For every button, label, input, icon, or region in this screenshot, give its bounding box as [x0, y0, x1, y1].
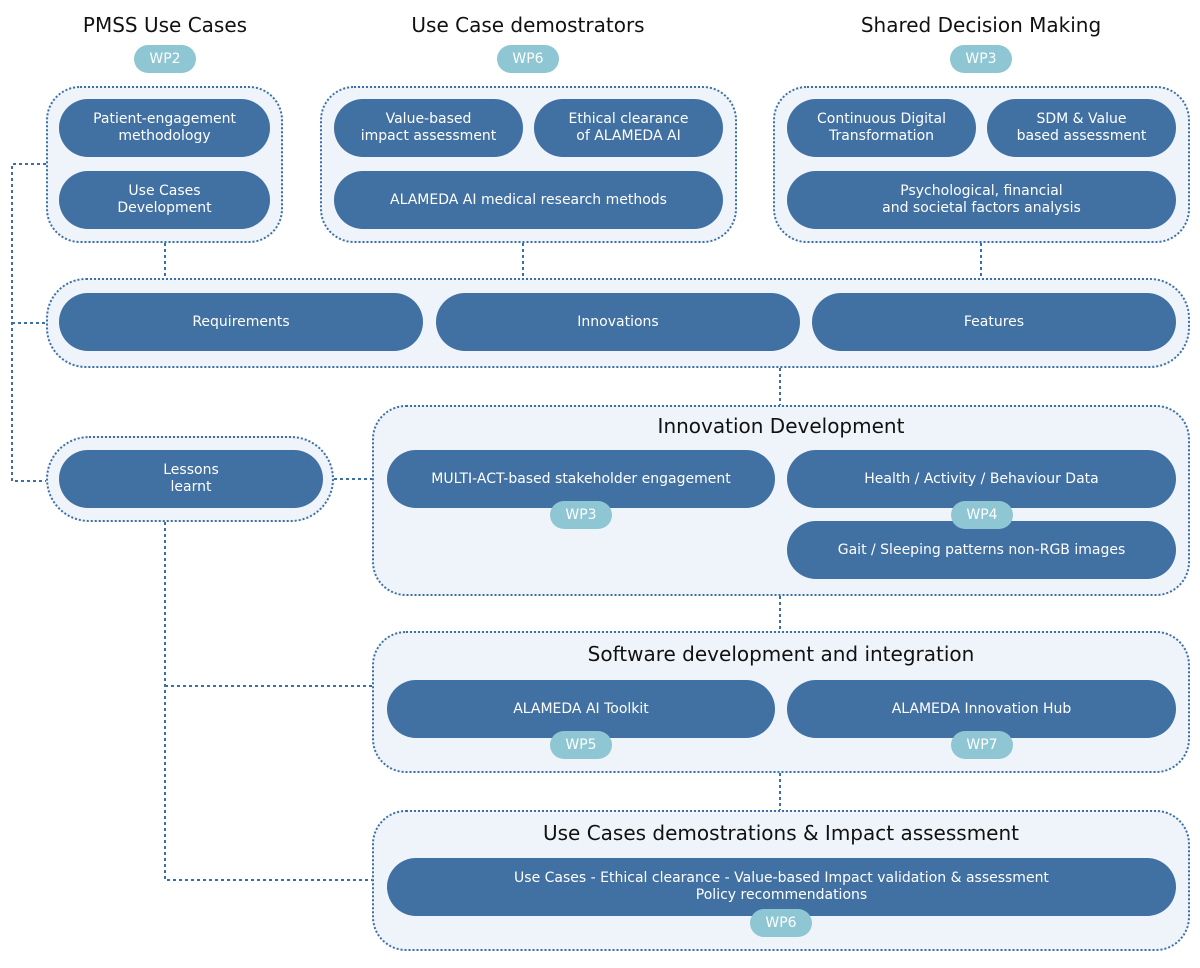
- demos-title: Use Cases demostrations & Impact assessm…: [542, 821, 1019, 845]
- use-cases-ethical-pill: Use Cases - Ethical clearance - Value-ba…: [387, 858, 1176, 916]
- wp6-badge-top: WP6: [497, 45, 559, 73]
- sdm-title: Shared Decision Making: [860, 13, 1102, 37]
- wp5-badge: WP5: [550, 731, 612, 759]
- wp6-badge-bottom: WP6: [750, 909, 812, 937]
- ethical-clearance-pill: Ethical clearance of ALAMEDA AI: [534, 99, 723, 157]
- wp3-badge-innovation: WP3: [550, 501, 612, 529]
- demonstrators-title: Use Case demostrators: [411, 13, 645, 37]
- psychological-factors-pill: Psychological, financial and societal fa…: [787, 171, 1176, 229]
- innovation-hub-pill: ALAMEDA Innovation Hub: [787, 680, 1176, 738]
- requirements-pill: Requirements: [59, 293, 423, 351]
- wp3-badge-top: WP3: [950, 45, 1012, 73]
- multi-act-pill: MULTI-ACT-based stakeholder engagement: [387, 450, 775, 508]
- pmss-title: PMSS Use Cases: [82, 13, 248, 37]
- gait-sleeping-pill: Gait / Sleeping patterns non-RGB images: [787, 521, 1176, 579]
- health-activity-pill: Health / Activity / Behaviour Data: [787, 450, 1176, 508]
- medical-research-methods-pill: ALAMEDA AI medical research methods: [334, 171, 723, 229]
- value-based-impact-pill: Value-based impact assessment: [334, 99, 523, 157]
- patient-engagement-pill: Patient-engagement methodology: [59, 99, 270, 157]
- continuous-digital-pill: Continuous Digital Transformation: [787, 99, 976, 157]
- wp2-badge: WP2: [134, 45, 196, 73]
- ai-toolkit-pill: ALAMEDA AI Toolkit: [387, 680, 775, 738]
- wp7-badge: WP7: [951, 731, 1013, 759]
- software-title: Software development and integration: [587, 642, 975, 666]
- innovations-pill: Innovations: [436, 293, 800, 351]
- features-pill: Features: [812, 293, 1176, 351]
- lessons-learnt-pill: Lessons learnt: [59, 450, 323, 508]
- sdm-value-pill: SDM & Value based assessment: [987, 99, 1176, 157]
- use-cases-development-pill: Use Cases Development: [59, 171, 270, 229]
- wp4-badge: WP4: [951, 501, 1013, 529]
- innovation-title: Innovation Development: [657, 414, 905, 438]
